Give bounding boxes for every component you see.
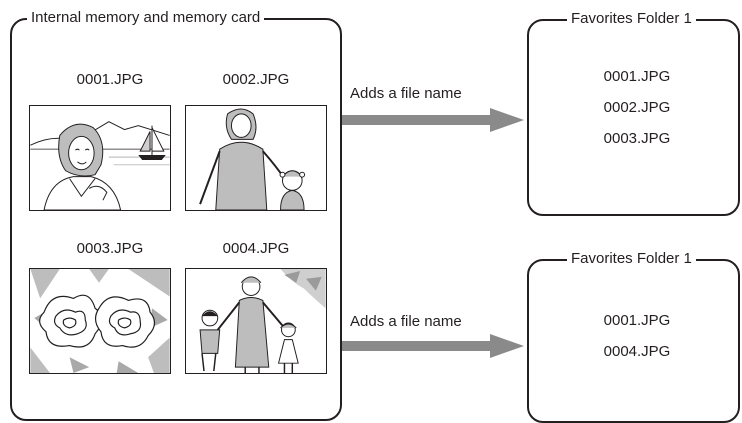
folder-1-file-3: 0003.JPG (603, 130, 671, 147)
thumbnail-0001 (29, 105, 171, 211)
folder-1-file-1: 0001.JPG (603, 68, 671, 85)
thumb-caption-3: 0003.JPG (76, 240, 144, 257)
favorites-folder-box-1 (527, 19, 740, 216)
favorites-folder-title-1: Favorites Folder 1 (567, 10, 696, 28)
arrow-right-icon (342, 334, 524, 358)
arrow-label-bottom: Adds a file name (350, 313, 462, 330)
folder-2-file-1: 0001.JPG (603, 312, 671, 329)
favorites-folder-title-2: Favorites Folder 1 (567, 250, 696, 268)
thumb-caption-2: 0002.JPG (222, 71, 290, 88)
flowers-icon (30, 269, 170, 373)
arrow-label-top: Adds a file name (350, 85, 462, 102)
source-memory-title: Internal memory and memory card (27, 9, 265, 27)
folder-2-file-2: 0004.JPG (603, 343, 671, 360)
woman-by-lake-with-sailboat-icon (30, 121, 170, 210)
thumb-caption-4: 0004.JPG (222, 240, 290, 257)
thumbnail-0002 (185, 105, 327, 211)
thumbnail-0004 (185, 268, 327, 374)
folder-1-file-2: 0002.JPG (603, 99, 671, 116)
thumbnail-0003 (29, 268, 171, 374)
thumb-caption-1: 0001.JPG (76, 71, 144, 88)
favorites-folder-box-2 (527, 259, 740, 423)
mother-with-two-children-icon (199, 269, 326, 373)
arrow-right-icon (342, 108, 524, 132)
woman-and-child-icon (199, 108, 306, 210)
